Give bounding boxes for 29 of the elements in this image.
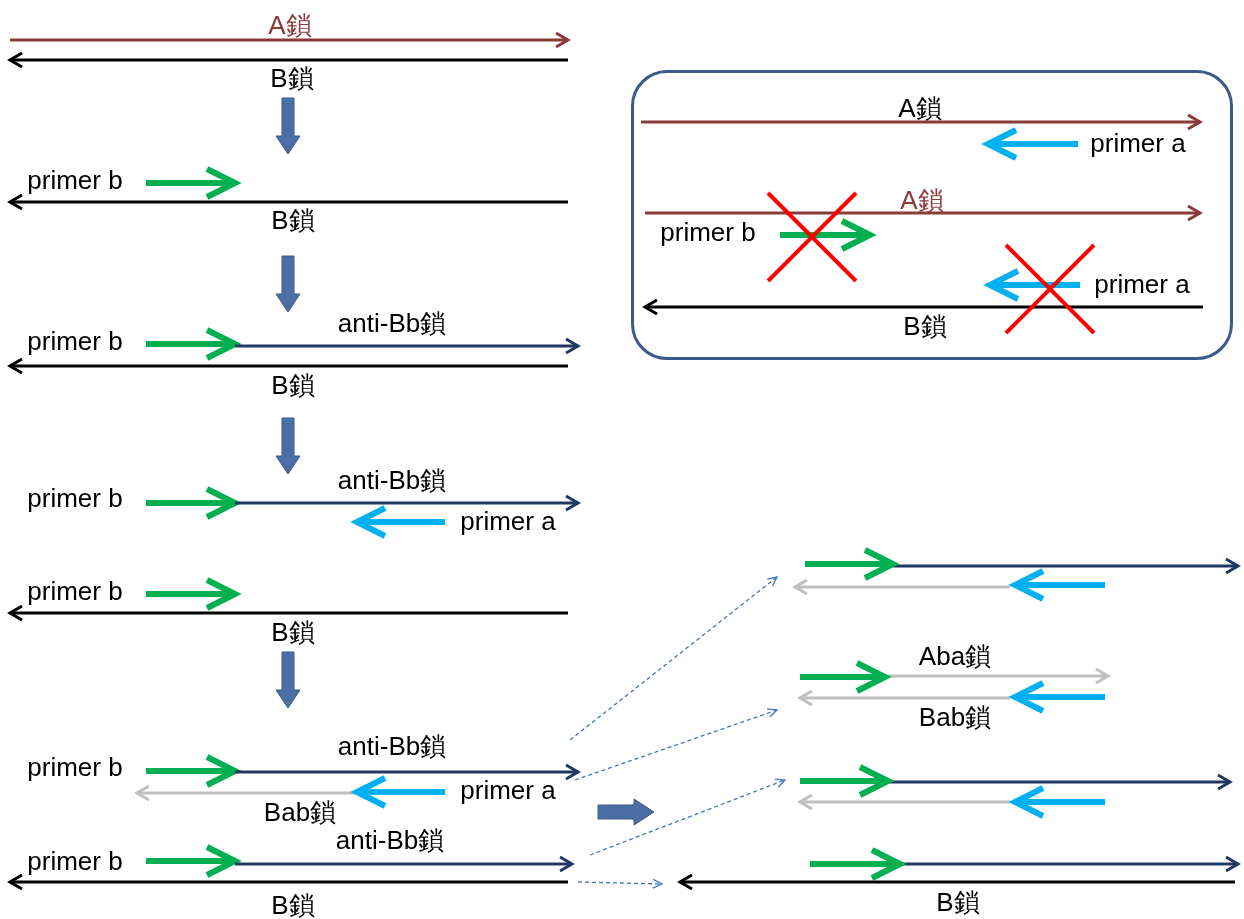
primer-label: primer a [1090,130,1186,156]
strand-label: A鎖 [898,95,942,121]
primer-label: primer b [27,578,123,604]
primer-label: primer a [460,508,556,534]
primer-label: primer b [27,754,123,780]
primer-label: primer b [660,219,756,245]
strand-label: anti-Bb鎖 [335,827,445,853]
strand-label: A鎖 [268,12,312,38]
primer-label: primer b [27,328,123,354]
strand-label: anti-Bb鎖 [337,733,447,759]
strand-label: B鎖 [271,619,315,645]
strand-label: anti-Bb鎖 [337,467,447,493]
primer-label: primer a [460,777,556,803]
primer-label: primer b [27,167,123,193]
strand-label: B鎖 [270,65,314,91]
strand-label: B鎖 [936,889,980,915]
strand-label: Bab鎖 [918,704,992,730]
strand-label: A鎖 [900,187,944,213]
strand-label: Aba鎖 [918,643,992,669]
strand-label: Bab鎖 [263,799,337,825]
primer-label: primer a [1094,271,1190,297]
primer-label: primer b [27,848,123,874]
strand-label: anti-Bb鎖 [337,310,447,336]
strand-label: B鎖 [271,892,315,918]
inset-panel [631,70,1233,360]
strand-label: B鎖 [903,313,947,339]
strand-label: B鎖 [271,207,315,233]
strand-label: B鎖 [271,372,315,398]
primer-label: primer b [27,485,123,511]
